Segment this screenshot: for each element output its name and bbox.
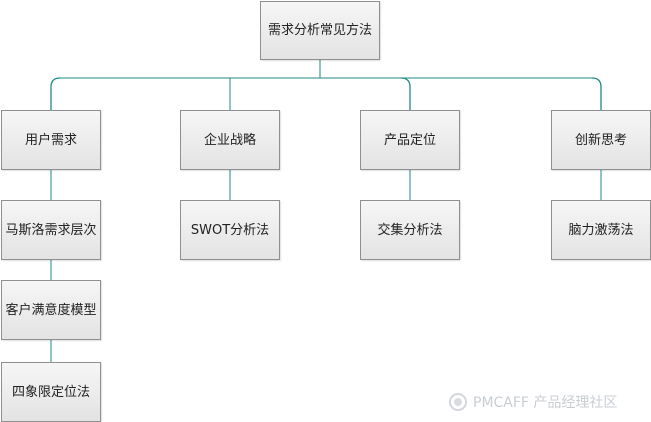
node-swot-label: SWOT分析法 <box>190 222 270 238</box>
node-quadrant-positioning: 四象限定位法 <box>1 362 101 422</box>
node-brainstorming: 脑力激荡法 <box>551 200 651 260</box>
node-enterprise-strategy: 企业战略 <box>180 110 280 170</box>
pmcaff-logo-icon <box>449 393 467 411</box>
watermark: PMCAFF 产品经理社区 <box>449 392 617 412</box>
node-intersection-analysis: 交集分析法 <box>360 200 460 260</box>
node-quadrant-positioning-label: 四象限定位法 <box>11 384 90 400</box>
node-user-needs: 用户需求 <box>1 110 101 170</box>
node-product-positioning: 产品定位 <box>360 110 460 170</box>
node-innovative-thinking-label: 创新思考 <box>574 132 627 148</box>
node-maslow: 马斯洛需求层次 <box>1 200 101 260</box>
root-node: 需求分析常见方法 <box>260 1 380 60</box>
node-product-positioning-label: 产品定位 <box>383 132 436 148</box>
drop-innovation <box>591 77 602 110</box>
node-user-needs-label: 用户需求 <box>24 132 77 148</box>
drop-positioning <box>400 77 411 110</box>
watermark-text: PMCAFF 产品经理社区 <box>473 395 618 411</box>
node-intersection-analysis-label: 交集分析法 <box>377 222 443 238</box>
node-customer-satisfaction-label: 客户满意度模型 <box>5 302 97 318</box>
node-brainstorming-label: 脑力激荡法 <box>568 222 634 238</box>
node-innovative-thinking: 创新思考 <box>551 110 651 170</box>
node-enterprise-strategy-label: 企业战略 <box>203 132 256 148</box>
node-maslow-label: 马斯洛需求层次 <box>5 222 97 238</box>
node-swot: SWOT分析法 <box>180 200 280 260</box>
drop-user-needs <box>50 77 61 110</box>
root-node-label: 需求分析常见方法 <box>267 23 372 38</box>
node-customer-satisfaction: 客户满意度模型 <box>1 280 101 340</box>
